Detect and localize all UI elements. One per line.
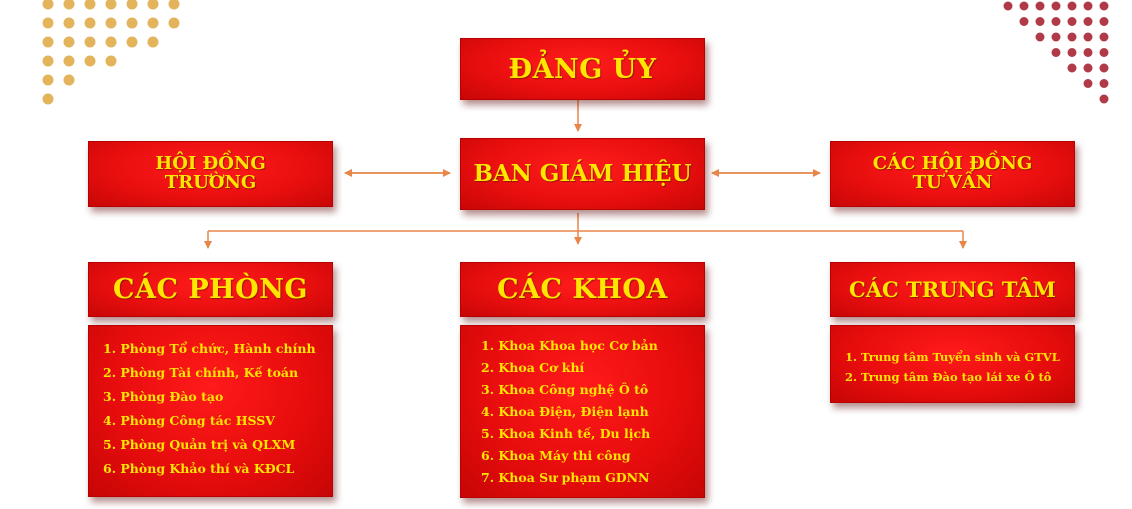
faculties-title-box: CÁC KHOA: [460, 262, 705, 317]
decorative-dot: [147, 17, 159, 29]
list-item: 2. Trung tâm Đào tạo lái xe Ô tô: [845, 370, 1052, 384]
departments-list: 1. Phòng Tổ chức, Hành chính 2. Phòng Tà…: [88, 325, 333, 497]
decorative-dot: [1099, 32, 1109, 42]
decorative-dot: [1099, 17, 1109, 26]
decorative-dot: [1099, 1, 1109, 11]
decorative-dot: [168, 0, 180, 10]
decorative-dot: [42, 36, 54, 48]
decorative-dot: [147, 0, 159, 10]
decorative-dot: [168, 17, 180, 29]
decorative-dot: [105, 36, 117, 48]
school-council-label-line2: TRƯỜNG: [164, 172, 257, 193]
decorative-dot: [84, 55, 96, 67]
list-item: 2. Khoa Cơ khí: [481, 360, 585, 375]
party-committee-label: ĐẢNG ỦY: [508, 53, 657, 85]
decorative-dot: [105, 55, 117, 67]
list-item: 3. Khoa Công nghệ Ô tô: [481, 382, 649, 397]
decorative-dot: [63, 74, 75, 86]
decorative-dot: [63, 17, 75, 29]
advisory-councils-label-line2: TƯ VẤN: [912, 172, 993, 193]
decorative-dot: [1035, 1, 1045, 11]
faculties-list: 1. Khoa Khoa học Cơ bản 2. Khoa Cơ khí 3…: [460, 325, 705, 498]
decorative-dot: [84, 0, 96, 10]
decorative-dot: [126, 0, 138, 10]
decorative-dot: [84, 36, 96, 48]
decorative-dot: [1083, 48, 1093, 57]
list-item: 6. Phòng Khảo thí và KĐCL: [103, 461, 295, 476]
decorative-dot: [1083, 63, 1093, 73]
list-item: 6. Khoa Máy thi công: [481, 448, 631, 463]
list-item: 3. Phòng Đào tạo: [103, 389, 224, 404]
decorative-dot: [1019, 17, 1029, 26]
decorative-dot: [1003, 1, 1013, 11]
decorative-dot: [1099, 79, 1109, 88]
decorative-dot: [63, 36, 75, 48]
board-label: BAN GIÁM HIỆU: [473, 159, 692, 187]
decorative-dot: [1067, 1, 1077, 11]
list-item: 1. Phòng Tổ chức, Hành chính: [103, 341, 316, 356]
departments-title: CÁC PHÒNG: [113, 274, 308, 305]
advisory-councils-box: CÁC HỘI ĐỒNG TƯ VẤN: [830, 141, 1075, 207]
decorative-dot: [105, 17, 117, 29]
decorative-dot: [1083, 79, 1093, 88]
decorative-dot: [63, 55, 75, 67]
decorative-dot: [1051, 1, 1061, 11]
decorative-dot: [1051, 17, 1061, 26]
decorative-dot: [1035, 32, 1045, 42]
dot-pattern-decoration: [42, 0, 1109, 105]
decorative-dot: [147, 36, 159, 48]
departments-title-box: CÁC PHÒNG: [88, 262, 333, 317]
list-item: 1. Trung tâm Tuyển sinh và GTVL: [845, 350, 1060, 364]
decorative-dot: [1067, 32, 1077, 42]
decorative-dot: [63, 0, 75, 10]
decorative-dot: [1051, 32, 1061, 42]
list-item: 4. Khoa Điện, Điện lạnh: [481, 404, 649, 419]
centers-title: CÁC TRUNG TÂM: [849, 277, 1056, 302]
decorative-dot: [105, 0, 117, 10]
decorative-dot: [42, 93, 54, 105]
decorative-dot: [1019, 1, 1029, 11]
school-council-box: HỘI ĐỒNG TRƯỜNG: [88, 141, 333, 207]
decorative-dot: [1067, 63, 1077, 73]
decorative-dot: [42, 74, 54, 86]
list-item: 2. Phòng Tài chính, Kế toán: [103, 365, 299, 380]
decorative-dot: [1051, 48, 1061, 57]
list-item: 5. Phòng Quản trị và QLXM: [103, 437, 296, 452]
list-item: 1. Khoa Khoa học Cơ bản: [481, 338, 658, 353]
faculties-title: CÁC KHOA: [497, 274, 668, 305]
decorative-dot: [1067, 17, 1077, 26]
party-committee-box: ĐẢNG ỦY: [460, 38, 705, 100]
decorative-dot: [1035, 17, 1045, 26]
list-item: 7. Khoa Sư phạm GDNN: [481, 470, 650, 485]
decorative-dot: [1067, 48, 1077, 57]
decorative-dot: [126, 36, 138, 48]
advisory-councils-label-line1: CÁC HỘI ĐỒNG: [872, 153, 1033, 175]
decorative-dot: [126, 17, 138, 29]
decorative-dot: [42, 17, 54, 29]
centers-title-box: CÁC TRUNG TÂM: [830, 262, 1075, 317]
decorative-dot: [1083, 17, 1093, 26]
decorative-dot: [1083, 32, 1093, 42]
decorative-dot: [1099, 94, 1109, 104]
list-item: 4. Phòng Công tác HSSV: [103, 413, 275, 428]
decorative-dot: [1083, 1, 1093, 11]
decorative-dot: [1099, 63, 1109, 73]
school-council-label-line1: HỘI ĐỒNG: [155, 153, 266, 175]
decorative-dot: [42, 0, 54, 10]
list-item: 5. Khoa Kinh tế, Du lịch: [481, 426, 651, 441]
decorative-dot: [1099, 48, 1109, 57]
board-of-directors-box: BAN GIÁM HIỆU: [460, 138, 705, 210]
centers-list: 1. Trung tâm Tuyển sinh và GTVL 2. Trung…: [830, 325, 1075, 403]
decorative-dot: [42, 55, 54, 67]
decorative-dot: [84, 17, 96, 29]
